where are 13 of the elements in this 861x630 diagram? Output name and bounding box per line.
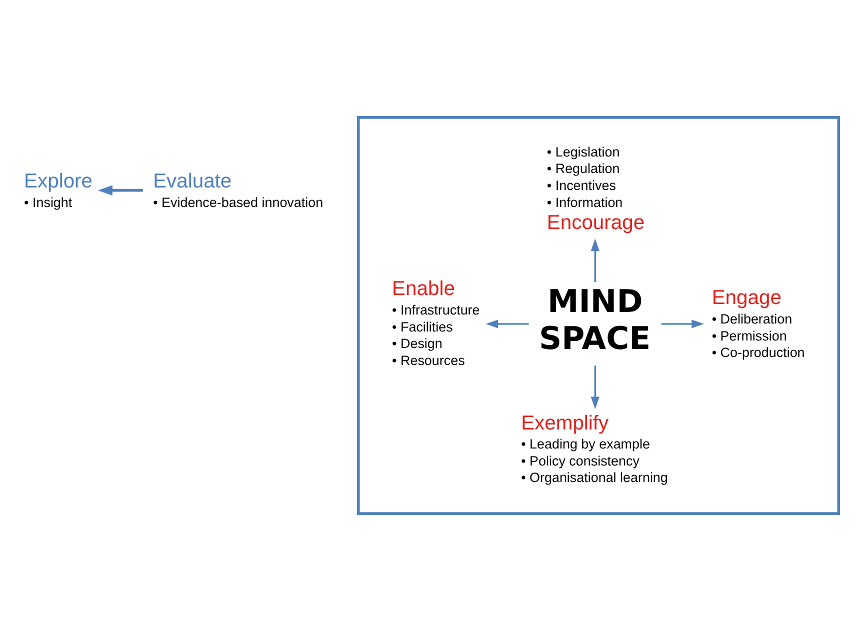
cluster (357, 116, 840, 514)
arrow (590, 238, 600, 282)
node-text: MIND SPACE (539, 284, 651, 357)
node-text: Explore • Insight (24, 170, 93, 210)
arrow (98, 184, 143, 196)
node-text: • Legislation • Regulation • Incentives • Information Encourage (546, 144, 645, 234)
arrow (486, 319, 529, 328)
node-text: Exemplify • Leading by example • Policy consistency • Organisational learning (521, 412, 668, 485)
node-text: Enable • Infrastructure • Facilities • Design • Resources (392, 278, 480, 368)
node-text: Evaluate • Evidence-based innovation (153, 170, 324, 210)
arrow (590, 365, 600, 409)
arrow (661, 319, 704, 328)
node-text: Engage • Deliberation • Permission • Co-production (712, 286, 805, 360)
